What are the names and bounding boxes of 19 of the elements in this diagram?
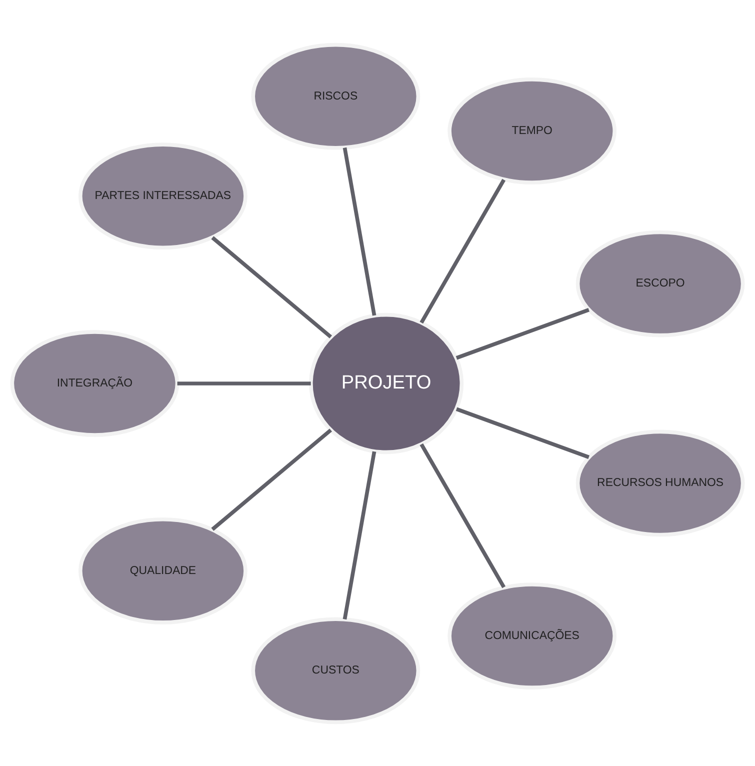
node-ellipse: QUALIDADE — [78, 517, 248, 624]
node-ellipse: RISCOS — [251, 42, 420, 150]
connector — [211, 428, 332, 530]
connector — [342, 146, 376, 316]
connector — [456, 406, 590, 459]
connector — [456, 307, 590, 360]
connector — [420, 442, 506, 588]
connector — [177, 381, 311, 385]
node-circle: PROJETO — [309, 312, 464, 454]
node-ellipse: COMUNICAÇÕES — [448, 582, 617, 689]
node-ellipse: INTEGRAÇÃO — [10, 330, 180, 436]
connector — [211, 236, 332, 338]
node-ellipse: TEMPO — [448, 77, 617, 184]
node-ellipse: PARTES INTERESSADAS — [78, 142, 248, 249]
node-ellipse: RECURSOS HUMANOS — [576, 429, 745, 536]
node-ellipse: ESCOPO — [576, 230, 745, 337]
node-ellipse: CUSTOS — [251, 616, 420, 724]
connector — [420, 178, 506, 324]
connector — [342, 450, 376, 620]
